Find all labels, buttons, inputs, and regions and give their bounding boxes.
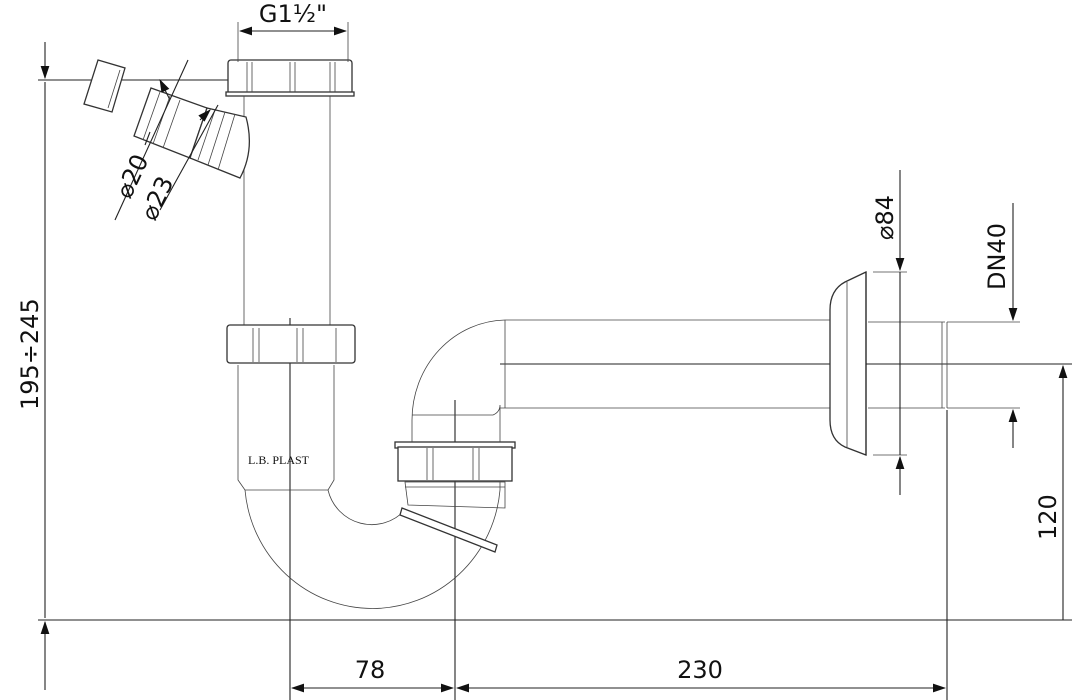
right-nut	[394, 441, 516, 509]
dim-thread: G1½"	[237, 0, 349, 62]
u-bend: L.B. PLAST	[237, 365, 501, 609]
thread-label: G1½"	[259, 0, 327, 28]
flange-diameter-label: ⌀84	[871, 195, 899, 240]
middle-nut	[226, 324, 356, 364]
dim-flange: ⌀84	[871, 170, 907, 495]
top-nut	[225, 59, 355, 97]
side-inlet	[83, 59, 250, 179]
dim-outlet: DN40	[983, 203, 1018, 448]
dim-outlet-height: 120	[1034, 364, 1068, 620]
reference-lines	[38, 79, 1072, 700]
offset-left-label: 78	[355, 656, 386, 684]
offset-right-label: 230	[677, 656, 723, 684]
outlet-height-label: 120	[1034, 494, 1062, 540]
dim-offsets: 78 230	[290, 656, 947, 693]
outlet-label: DN40	[983, 223, 1011, 290]
upper-tube	[243, 96, 331, 325]
outlet-pipe	[411, 319, 830, 442]
dim-height-range: 195÷245	[16, 42, 50, 690]
wall-flange	[829, 270, 1020, 456]
height-range-label: 195÷245	[16, 298, 44, 410]
brand-label: L.B. PLAST	[248, 453, 310, 467]
